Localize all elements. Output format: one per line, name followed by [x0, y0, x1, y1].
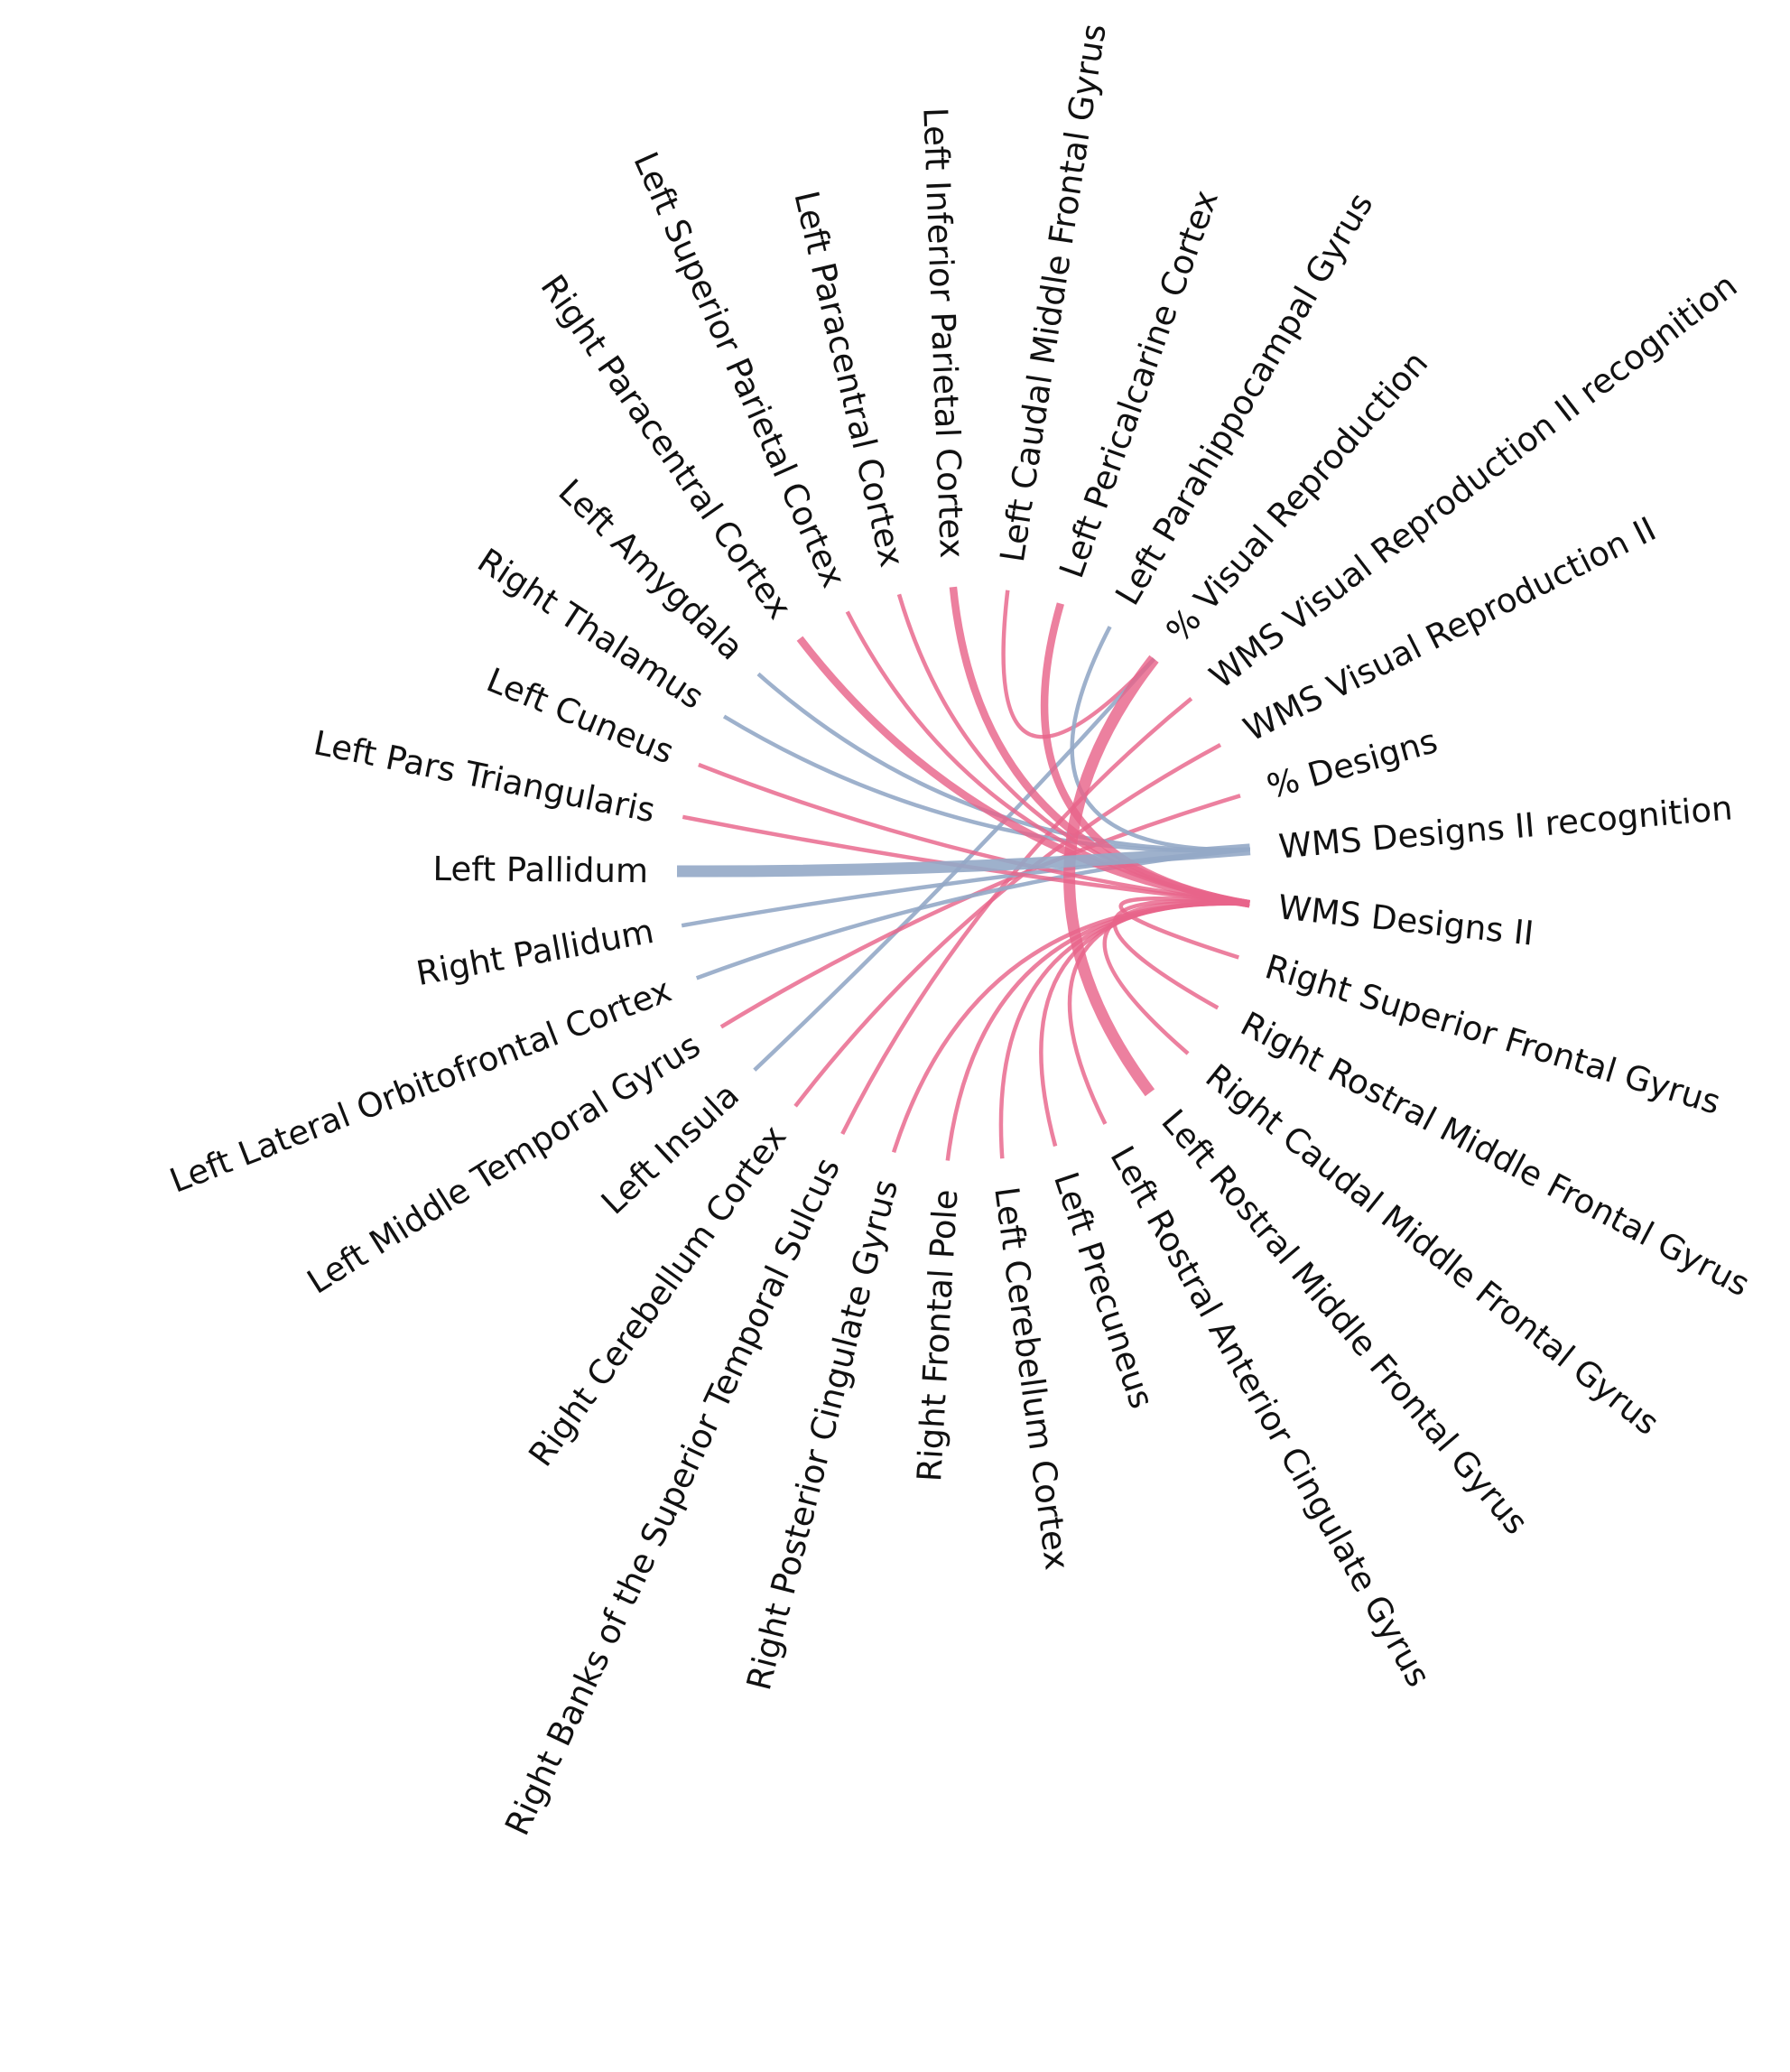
link-wms-designs-ii-to-right-paracentral-cortex — [796, 636, 1250, 908]
links-layer — [676, 586, 1251, 1161]
link-wms-visual-reproduction-ii-to-right-cerebellum-cortex — [793, 743, 1222, 1108]
link-wms-designs-ii-recognition-to-right-thalamus — [722, 714, 1250, 853]
node-label-wms-designs-ii: WMS Designs II — [1276, 887, 1535, 952]
node-label-left-cerebellum-cortex: Left Cerebellum Cortex — [987, 1185, 1076, 1572]
node-label-right-pallidum: Right Pallidum — [413, 912, 657, 993]
link-wms-designs-ii-to-right-posterior-cingulate-gyrus — [891, 901, 1250, 1153]
link-pct-visual-reproduction-to-left-caudal-middle-frontal-gyrus — [1001, 590, 1156, 739]
link-wms-designs-ii-to-right-frontal-pole — [945, 901, 1250, 1161]
node-label-left-inferior-parietal-cortex: Left Inferior Parietal Cortex — [915, 107, 971, 559]
link-wms-designs-ii-recognition-to-left-pallidum — [676, 843, 1251, 878]
node-label-right-frontal-pole: Right Frontal Pole — [910, 1188, 965, 1482]
node-label-wms-designs-ii-recognition: WMS Designs II recognition — [1277, 788, 1734, 866]
link-pct-visual-reproduction-to-left-rostral-middle-frontal-gyrus — [1063, 655, 1159, 1097]
link-wms-designs-ii-to-right-caudal-middle-frontal-gyrus — [1102, 900, 1250, 1055]
node-label-right-superior-frontal-gyrus: Right Superior Frontal Gyrus — [1261, 947, 1725, 1122]
node-label-pct-designs: % Designs — [1263, 721, 1442, 806]
node-label-left-pallidum: Left Pallidum — [432, 850, 648, 890]
